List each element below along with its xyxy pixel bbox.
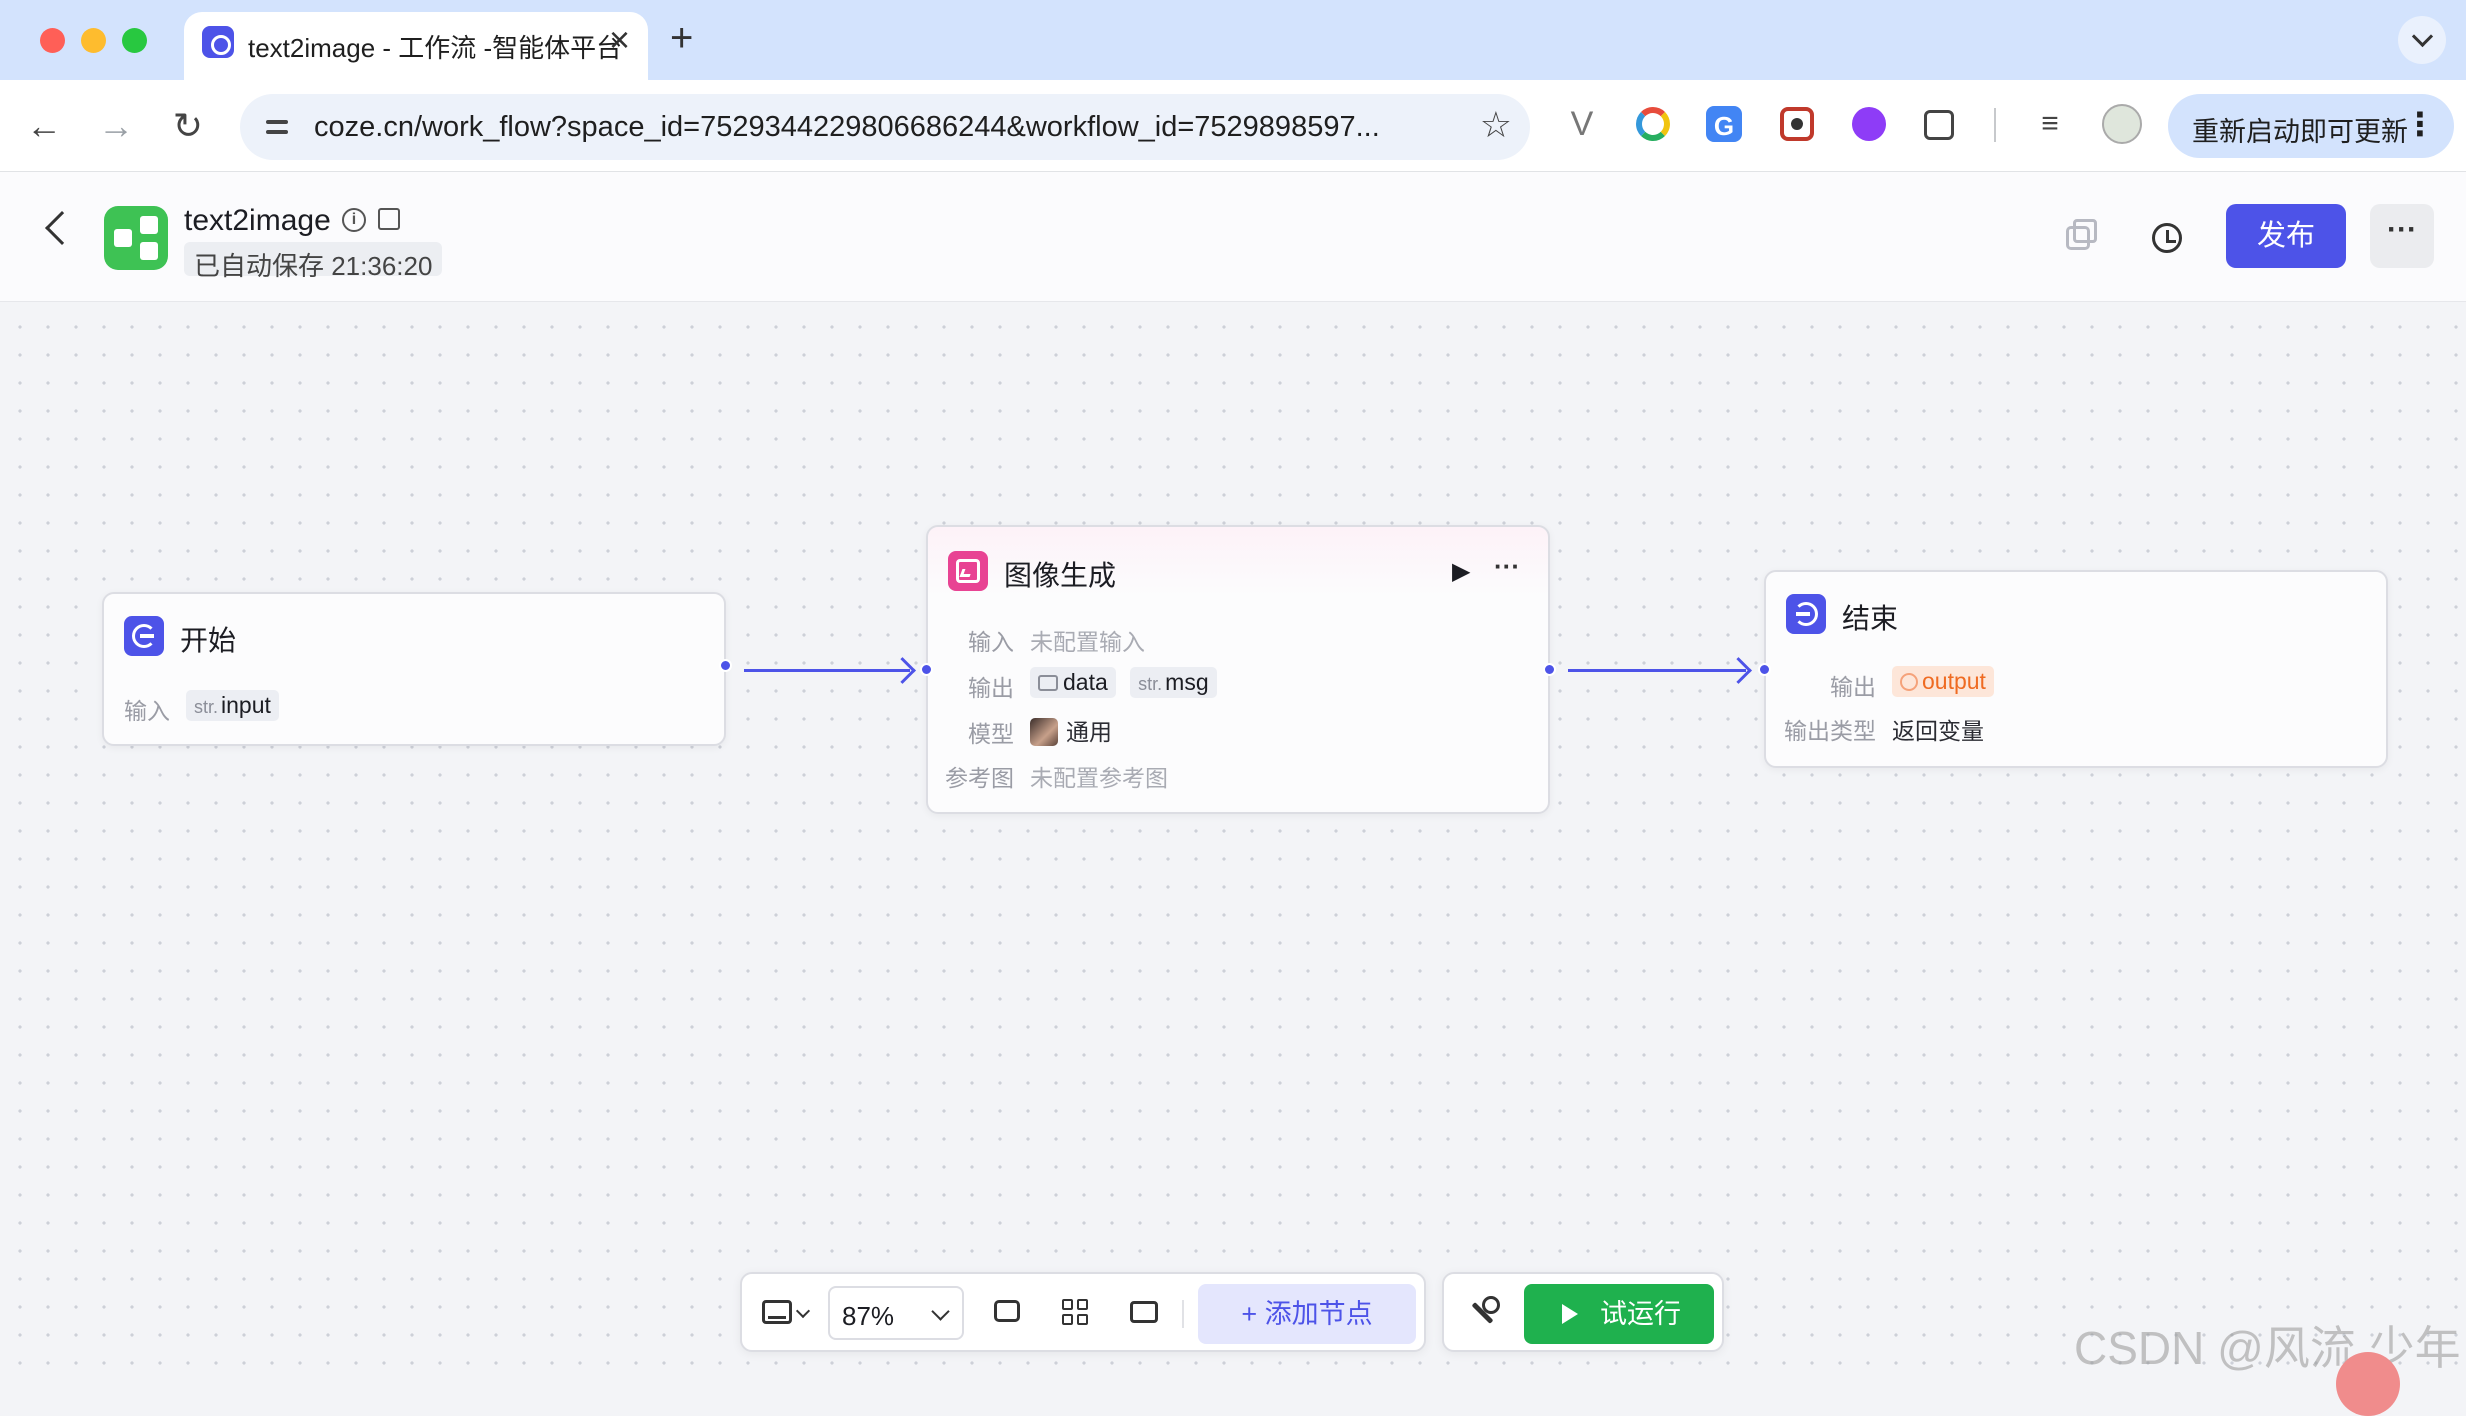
- test-run-button[interactable]: 试运行: [1524, 1284, 1714, 1344]
- site-settings-icon[interactable]: [258, 108, 296, 146]
- coze-favicon-icon: [202, 26, 234, 58]
- info-icon[interactable]: i: [342, 208, 366, 232]
- csdn-watermark: CSDN @风流 少年: [2074, 1322, 2461, 1374]
- address-bar[interactable]: coze.cn/work_flow?space_id=7529344229806…: [240, 94, 1530, 160]
- workflow-header: text2image i 已自动保存 21:36:20 发布 ···: [0, 172, 2466, 302]
- update-label: 重新启动即可更新: [2192, 117, 2408, 147]
- window-close-button[interactable]: [40, 28, 65, 53]
- browser-tab-bar: text2image - 工作流 -智能体平台 × +: [0, 0, 2466, 80]
- comment-icon[interactable]: [994, 1300, 1020, 1322]
- image-generation-title: 图像生成: [1004, 560, 1117, 591]
- zoom-select[interactable]: 87%: [828, 1286, 964, 1340]
- start-input-name: input: [221, 692, 271, 718]
- mascot-avatar: [2336, 1352, 2400, 1416]
- window-zoom-button[interactable]: [122, 28, 147, 53]
- browser-menu-icon[interactable]: ⋮: [2404, 106, 2436, 142]
- end-output-type-value: 返回变量: [1892, 718, 1984, 744]
- browser-toolbar: ← → ↻ coze.cn/work_flow?space_id=7529344…: [0, 80, 2466, 172]
- start-node-icon: [124, 616, 164, 656]
- output-data-name: data: [1063, 669, 1108, 695]
- v-extension-icon[interactable]: V: [1570, 105, 1594, 143]
- profile-avatar-icon[interactable]: [2102, 104, 2142, 144]
- image-ref-value: 未配置参考图: [1030, 765, 1168, 791]
- start-input-label: 输入: [124, 698, 170, 724]
- back-arrow-icon[interactable]: ←: [26, 105, 62, 146]
- auto-layout-icon[interactable]: [1062, 1299, 1090, 1327]
- wrench-icon[interactable]: [1468, 1296, 1500, 1326]
- autosave-status: 已自动保存 21:36:20: [184, 242, 443, 281]
- dock-divider: [1182, 1300, 1184, 1328]
- end-node[interactable]: 结束 输出 output 输出类型 返回变量: [1758, 570, 2388, 768]
- ring-extension-icon[interactable]: [1636, 107, 1670, 141]
- image-input-label: 输入: [968, 629, 1014, 655]
- run-toolbar: 试运行: [1442, 1272, 1724, 1352]
- end-node-title: 结束: [1842, 603, 1899, 634]
- more-options-button[interactable]: ···: [2370, 204, 2434, 268]
- back-chevron-icon[interactable]: [45, 211, 79, 245]
- image-input-port[interactable]: [920, 663, 933, 676]
- purple-extension-icon[interactable]: [1852, 107, 1886, 141]
- add-node-button[interactable]: + 添加节点: [1198, 1284, 1416, 1344]
- model-thumbnail-icon: [1030, 718, 1058, 746]
- reload-icon[interactable]: ↻: [172, 105, 204, 146]
- minimap-chevron-down-icon[interactable]: [795, 1303, 811, 1319]
- publish-button[interactable]: 发布: [2226, 204, 2346, 268]
- warning-icon: [1900, 673, 1918, 691]
- media-control-icon[interactable]: ≡: [2041, 107, 2059, 140]
- minimap-icon[interactable]: [762, 1300, 792, 1324]
- str-type-tag: str.: [194, 697, 219, 717]
- output-msg-param: str.msg: [1130, 667, 1217, 698]
- toolbar-divider: [1994, 108, 1996, 142]
- image-model-label: 模型: [968, 721, 1014, 747]
- start-output-port[interactable]: [719, 659, 732, 672]
- translate-extension-icon[interactable]: G: [1706, 106, 1742, 142]
- output-data-param: data: [1030, 667, 1116, 698]
- image-type-icon: [1038, 675, 1058, 691]
- browser-tab-active[interactable]: text2image - 工作流 -智能体平台 ×: [184, 12, 648, 80]
- workflow-canvas[interactable]: [0, 303, 2466, 1384]
- new-tab-button[interactable]: +: [670, 16, 694, 60]
- image-input-value: 未配置输入: [1030, 629, 1145, 655]
- image-ref-label: 参考图: [945, 765, 1014, 791]
- zoom-chevron-down-icon: [931, 1302, 950, 1321]
- window-minimize-button[interactable]: [81, 28, 106, 53]
- tab-search-chevron-icon[interactable]: [2398, 16, 2446, 64]
- edge-start-to-image[interactable]: [744, 669, 910, 672]
- fit-view-icon[interactable]: [1130, 1301, 1158, 1323]
- output-msg-name: msg: [1165, 669, 1209, 695]
- start-node[interactable]: 开始 输入 str.input: [102, 592, 732, 746]
- tab-close-button[interactable]: ×: [608, 19, 630, 60]
- end-output-param: output: [1892, 666, 1994, 697]
- workflow-logo-icon: [104, 206, 168, 270]
- bookmark-star-icon[interactable]: ☆: [1479, 104, 1512, 145]
- canvas-toolbar: 87% + 添加节点: [740, 1272, 1426, 1352]
- end-input-port[interactable]: [1758, 663, 1771, 676]
- end-output-type-label: 输出类型: [1784, 718, 1876, 744]
- str-type-tag: str.: [1138, 674, 1163, 694]
- history-clock-icon[interactable]: [2152, 223, 2182, 253]
- tab-title: text2image - 工作流 -智能体平台: [248, 33, 623, 63]
- end-output-label: 输出: [1830, 674, 1876, 700]
- node-more-icon[interactable]: ···: [1494, 551, 1520, 581]
- puzzle-extension-icon[interactable]: [1924, 110, 1954, 140]
- forward-arrow-icon[interactable]: →: [98, 105, 134, 146]
- relaunch-update-button[interactable]: 重新启动即可更新 ⋮: [2168, 94, 2454, 158]
- end-node-icon: [1786, 594, 1826, 634]
- workflow-title: text2image: [184, 204, 331, 237]
- image-generation-icon: [948, 551, 988, 591]
- image-output-label: 输出: [968, 675, 1014, 701]
- zoom-value: 87%: [842, 1301, 895, 1331]
- url-text[interactable]: coze.cn/work_flow?space_id=7529344229806…: [314, 111, 1380, 143]
- start-node-title: 开始: [180, 625, 237, 656]
- image-generation-node[interactable]: 图像生成 ▶ ··· 输入 未配置输入 输出 data str.msg 模型 通…: [920, 525, 1556, 814]
- copy-icon[interactable]: [2066, 219, 2097, 250]
- image-output-port[interactable]: [1543, 663, 1556, 676]
- node-run-icon[interactable]: ▶: [1452, 558, 1471, 585]
- edit-icon[interactable]: [378, 208, 400, 230]
- edge-image-to-end[interactable]: [1568, 669, 1746, 672]
- image-model-value: 通用: [1066, 719, 1112, 745]
- screenshot-extension-icon[interactable]: [1780, 107, 1814, 141]
- end-output-name: output: [1922, 668, 1986, 694]
- start-input-param: str.input: [186, 690, 279, 721]
